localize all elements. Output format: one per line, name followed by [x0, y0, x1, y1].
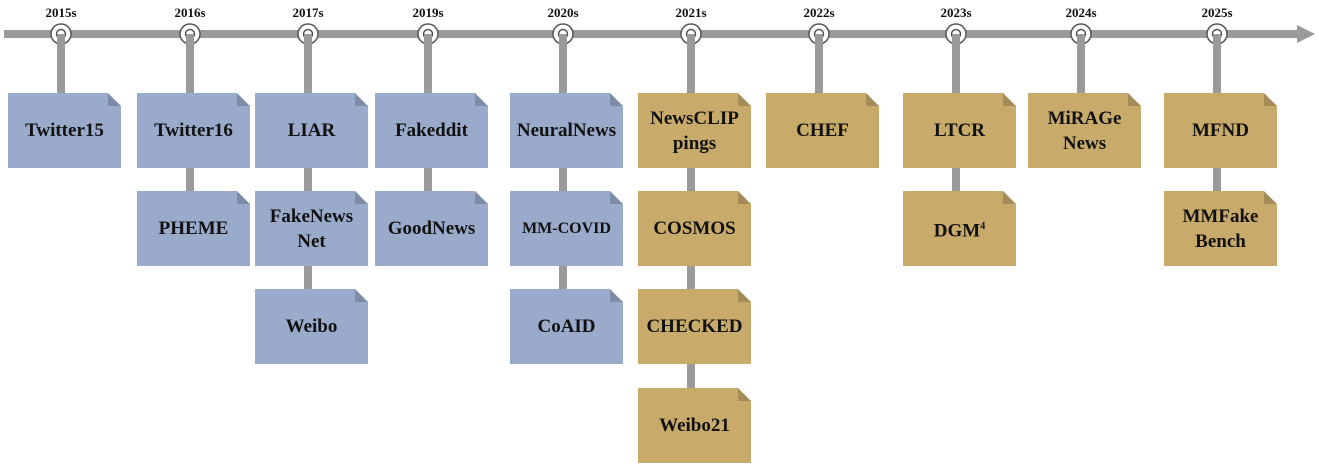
dataset-name-text: Weibo [285, 316, 338, 337]
dataset-card: MMFake Bench [1164, 191, 1277, 266]
year-label: 2016s [174, 5, 206, 20]
dataset-name-text: Weibo21 [659, 415, 730, 436]
dataset-name-superscript: 4 [980, 220, 986, 232]
dataset-name-text: MiRAGe News [1047, 107, 1122, 154]
year-label: 2025s [1201, 5, 1233, 20]
year-label: 2015s [45, 5, 77, 20]
dataset-name-text: MMFake Bench [1182, 205, 1259, 252]
dataset-name-text: Twitter16 [154, 120, 233, 141]
dataset-card: DGM4 [903, 191, 1016, 266]
dataset-card: NeuralNews [510, 93, 623, 168]
dataset-card: GoodNews [375, 191, 488, 266]
year-label: 2023s [940, 5, 972, 20]
dataset-name: MiRAGe News [1028, 106, 1141, 156]
dataset-name: NewsCLIP pings [638, 106, 751, 156]
dataset-card: Weibo21 [638, 388, 751, 463]
dataset-card: COSMOS [638, 191, 751, 266]
dataset-card: Fakeddit [375, 93, 488, 168]
dataset-card: PHEME [137, 191, 250, 266]
dataset-name-text: Fakeddit [395, 120, 468, 141]
dataset-card: Twitter15 [8, 93, 121, 168]
dataset-name: MMFake Bench [1164, 204, 1277, 254]
dataset-name-text: MFND [1192, 120, 1249, 141]
dataset-name-text: COSMOS [653, 218, 736, 239]
dataset-name: MFND [1189, 118, 1252, 143]
dataset-card: MiRAGe News [1028, 93, 1141, 168]
dataset-name: Weibo21 [656, 413, 733, 438]
dataset-name-text: NewsCLIP pings [650, 107, 739, 154]
connector-line [559, 34, 567, 329]
timeline-arrow-icon [1297, 25, 1315, 43]
dataset-card: CHECKED [638, 289, 751, 364]
dataset-name-text: FakeNews Net [269, 205, 354, 252]
dataset-name-text: LTCR [933, 120, 986, 141]
dataset-name: COSMOS [650, 216, 738, 241]
dataset-name-text: CoAID [537, 316, 596, 337]
dataset-name: NeuralNews [514, 118, 619, 143]
dataset-card: FakeNews Net [255, 191, 368, 266]
dataset-name-text: CHEF [796, 120, 849, 141]
dataset-name-text: PHEME [158, 218, 229, 239]
dataset-name: CHEF [793, 118, 852, 143]
dataset-name: Weibo [283, 314, 341, 339]
dataset-card: CHEF [766, 93, 879, 168]
dataset-name: GoodNews [385, 216, 479, 241]
dataset-name-text: LIAR [287, 120, 336, 141]
dataset-name-text: GoodNews [387, 218, 476, 239]
dataset-name-text: NeuralNews [516, 120, 617, 141]
dataset-name: LIAR [285, 118, 339, 143]
year-label: 2017s [292, 5, 324, 20]
dataset-name-text: MM-COVID [522, 220, 611, 237]
dataset-name: LTCR [931, 118, 988, 143]
dataset-name: FakeNews Net [255, 204, 368, 254]
year-label: 2020s [547, 5, 579, 20]
year-label: 2022s [803, 5, 835, 20]
year-label: 2019s [412, 5, 444, 20]
dataset-name-text: Twitter15 [25, 120, 104, 141]
dataset-name-text: DGM [933, 220, 981, 242]
connector-line [57, 34, 65, 133]
connector-line [304, 34, 312, 329]
dataset-card: Weibo [255, 289, 368, 364]
year-label: 2024s [1065, 5, 1097, 20]
dataset-name: CHECKED [643, 314, 745, 339]
dataset-name: MM-COVID [519, 216, 614, 241]
dataset-card: Twitter16 [137, 93, 250, 168]
dataset-name: Fakeddit [392, 118, 471, 143]
dataset-name: CoAID [534, 314, 598, 339]
year-label: 2021s [675, 5, 707, 20]
dataset-card: MFND [1164, 93, 1277, 168]
connector-line [1077, 34, 1085, 133]
dataset-card: MM-COVID [510, 191, 623, 266]
dataset-card: LTCR [903, 93, 1016, 168]
dataset-card: CoAID [510, 289, 623, 364]
dataset-name: DGM4 [931, 214, 988, 243]
dataset-card: NewsCLIP pings [638, 93, 751, 168]
dataset-card: LIAR [255, 93, 368, 168]
dataset-name: Twitter16 [151, 118, 236, 143]
dataset-name: PHEME [156, 216, 232, 241]
connector-line [815, 34, 823, 133]
dataset-name-text: CHECKED [646, 316, 743, 337]
dataset-name: Twitter15 [22, 118, 107, 143]
